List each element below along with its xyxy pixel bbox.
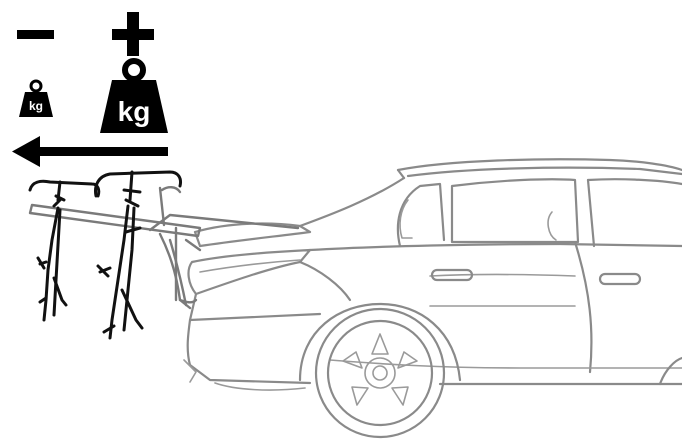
bicycle-icon <box>96 172 181 338</box>
plus-icon <box>112 12 154 56</box>
weight-large-icon: kg <box>100 61 168 133</box>
small-weight-label: kg <box>29 99 43 113</box>
arrow-left-icon <box>12 136 168 167</box>
car-icon <box>184 159 682 437</box>
weight-small-icon: kg <box>19 81 53 117</box>
bicycle-icon <box>30 181 99 320</box>
bike-rack-icon <box>30 187 298 308</box>
large-weight-label: kg <box>118 96 151 127</box>
minus-icon <box>17 30 54 39</box>
